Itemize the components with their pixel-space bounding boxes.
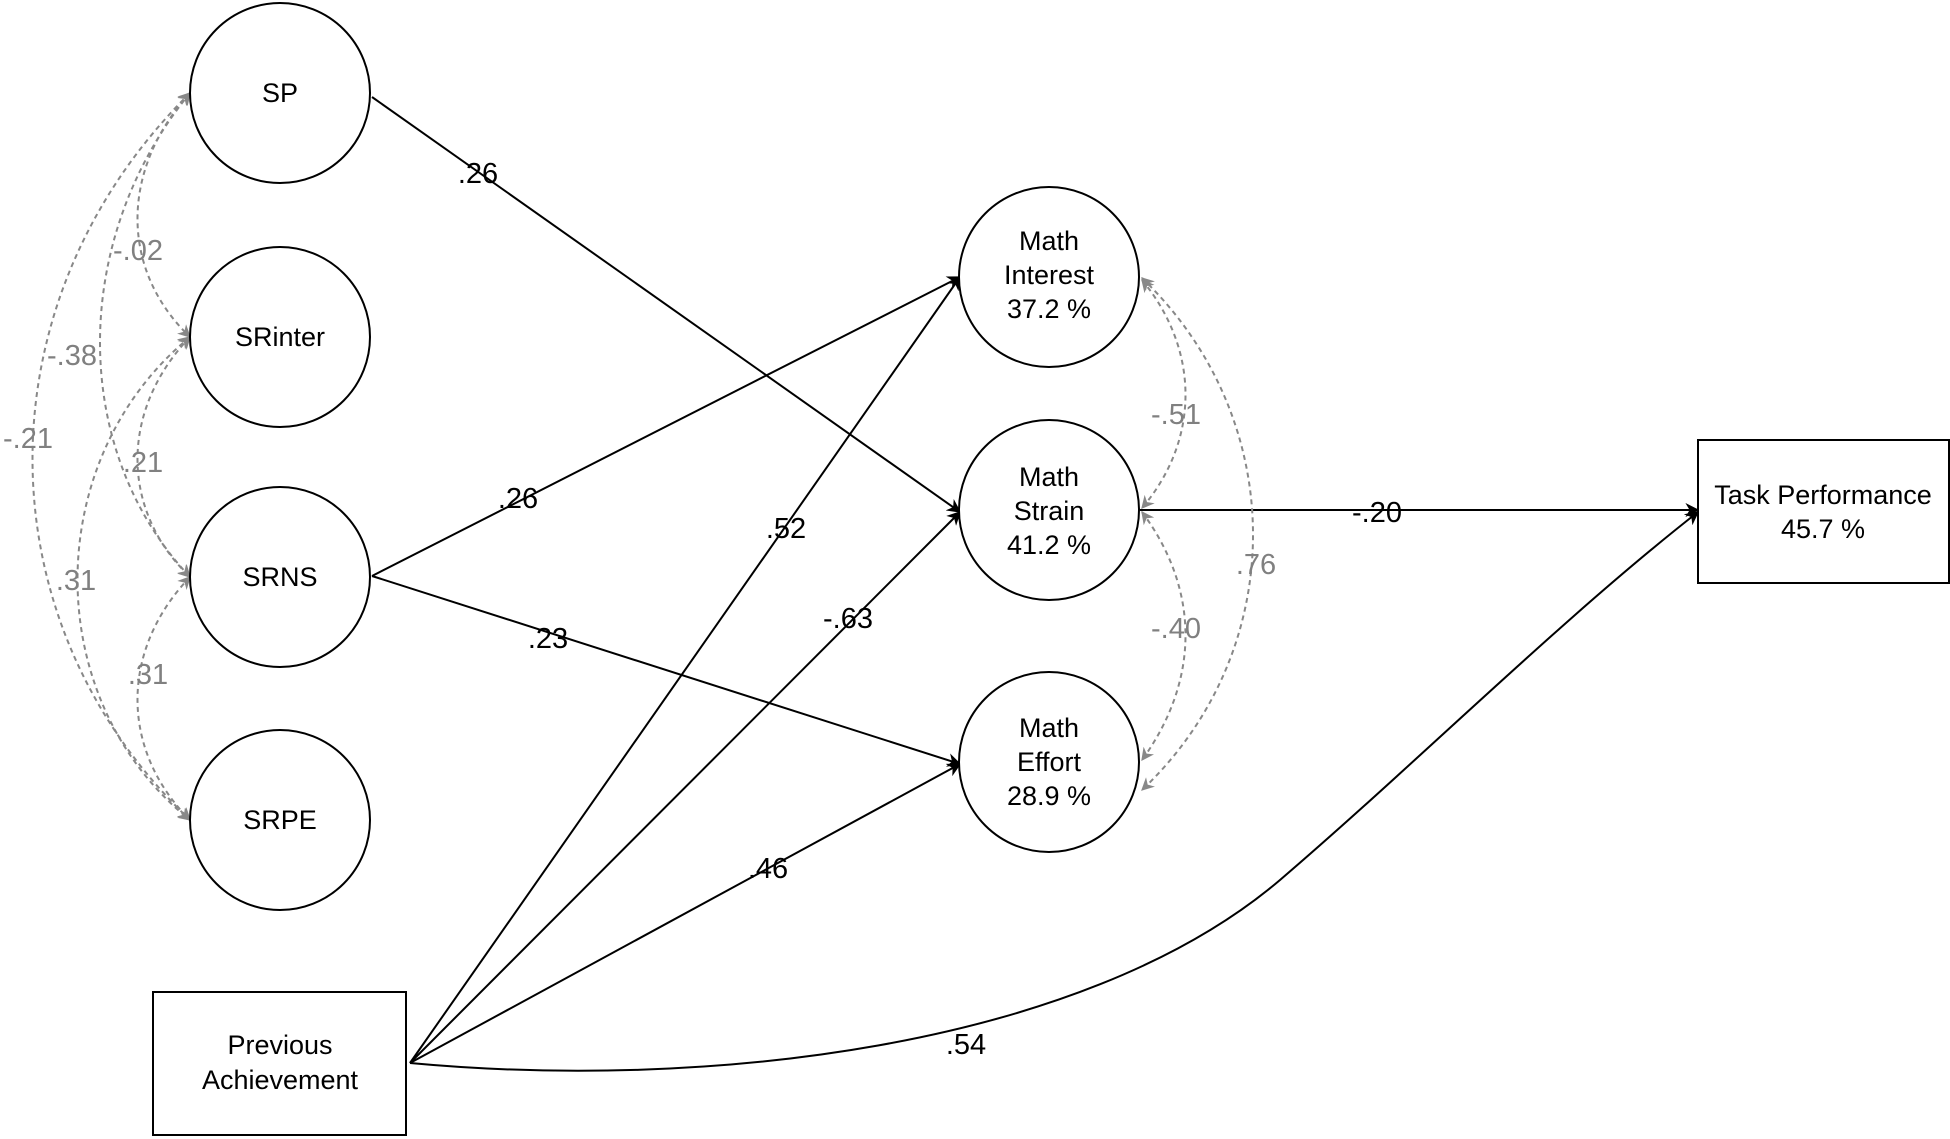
node-math-effort-line1: Math — [1019, 713, 1079, 743]
edge-label-srinter-srpe: .31 — [56, 565, 96, 597]
node-task-performance-line2: 45.7 % — [1781, 514, 1865, 544]
edge-strain-task: -.20 — [1140, 497, 1700, 529]
node-sp-label: SP — [262, 78, 298, 108]
edge-srns-srpe: .31 — [128, 576, 191, 821]
node-math-effort: Math Effort 28.9 % — [958, 671, 1140, 853]
edge-label-srns-effort: .23 — [528, 623, 568, 655]
edge-prev-interest: .52 — [409, 275, 961, 1064]
path-prev-to-strain — [409, 511, 961, 1064]
path-srns-to-effort — [371, 575, 962, 767]
edge-srinter-srns: .21 — [123, 336, 191, 578]
edge-label-sp-srns: -.38 — [47, 340, 97, 372]
node-math-interest: Math Interest 37.2 % — [958, 186, 1140, 368]
edge-sp-srpe: -.21 — [3, 92, 191, 821]
node-task-performance-line1: Task Performance — [1714, 480, 1932, 510]
edge-label-prev-effort: .46 — [748, 853, 788, 885]
node-task-performance: Task Performance 45.7 % — [1697, 439, 1950, 584]
nodes: SP SRinter SRNS SRPE Previous Achievemen… — [152, 2, 1950, 1136]
node-math-interest-line3: 37.2 % — [1007, 294, 1091, 324]
edge-strain-effort: -.40 — [1141, 510, 1201, 762]
node-srpe-circle — [189, 729, 371, 911]
edge-label-prev-strain: -.63 — [823, 603, 873, 635]
edge-srns-effort: .23 — [371, 575, 962, 767]
path-srinter-srns — [136, 336, 191, 578]
node-math-strain-line2: Strain — [1014, 496, 1085, 526]
node-srinter: SRinter — [189, 246, 371, 428]
edge-label-sp-srinter: -.02 — [113, 235, 163, 267]
node-srinter-circle — [189, 246, 371, 428]
edge-label-strain-effort: -.40 — [1151, 613, 1201, 645]
node-previous-achievement-line2: Achievement — [202, 1065, 359, 1095]
edge-label-prev-interest: .52 — [766, 513, 806, 545]
node-srns: SRNS — [189, 486, 371, 668]
node-task-performance-box — [1697, 439, 1950, 584]
path-srns-srpe — [136, 576, 191, 821]
edge-label-interest-effort: .76 — [1236, 549, 1276, 581]
edge-interest-strain: -.51 — [1141, 278, 1201, 509]
path-sp-srpe — [31, 92, 191, 821]
path-sp-to-strain — [371, 96, 962, 513]
edge-sp-srns: -.38 — [47, 91, 191, 578]
node-math-interest-line1: Math — [1019, 226, 1079, 256]
node-sp-circle — [189, 2, 371, 184]
node-math-strain-line1: Math — [1019, 462, 1079, 492]
node-math-strain-line3: 41.2 % — [1007, 530, 1091, 560]
edge-sp-strain: .26 — [371, 96, 962, 513]
node-srinter-label: SRinter — [235, 322, 325, 352]
edge-label-srns-srpe: .31 — [128, 659, 168, 691]
path-prev-to-effort — [409, 763, 962, 1064]
edge-prev-task: .54 — [409, 511, 1700, 1072]
edge-label-srns-interest: .26 — [498, 483, 538, 515]
edge-prev-strain: -.63 — [409, 511, 961, 1064]
path-prev-to-interest — [409, 275, 961, 1064]
edge-prev-effort: .46 — [409, 763, 962, 1064]
edge-srns-interest: .26 — [371, 276, 962, 577]
node-math-interest-circle — [958, 186, 1140, 368]
node-math-strain-circle — [958, 419, 1140, 601]
path-srns-to-interest — [371, 276, 962, 577]
edge-label-interest-strain: -.51 — [1151, 399, 1201, 431]
edge-interest-effort: .76 — [1141, 277, 1276, 791]
path-interest-effort — [1141, 277, 1254, 791]
edge-label-sp-srpe: -.21 — [3, 423, 53, 455]
edge-srinter-srpe: .31 — [56, 336, 192, 821]
node-previous-achievement-line1: Previous — [227, 1030, 332, 1060]
node-previous-achievement: Previous Achievement — [152, 991, 407, 1136]
node-srns-circle — [189, 486, 371, 668]
node-previous-achievement-box — [152, 991, 407, 1136]
edge-label-strain-task: -.20 — [1352, 497, 1402, 529]
node-math-interest-line2: Interest — [1004, 260, 1095, 290]
path-prev-to-task — [409, 511, 1700, 1072]
node-math-effort-line2: Effort — [1017, 747, 1082, 777]
node-srns-label: SRNS — [242, 562, 317, 592]
node-sp: SP — [189, 2, 371, 184]
edge-label-sp-strain: .26 — [458, 158, 498, 190]
path-srinter-srpe — [76, 336, 192, 821]
node-math-effort-line3: 28.9 % — [1007, 781, 1091, 811]
node-math-effort-circle — [958, 671, 1140, 853]
node-srpe: SRPE — [189, 729, 371, 911]
edge-sp-srinter: -.02 — [113, 92, 191, 338]
path-sp-srns — [99, 91, 191, 578]
node-math-strain: Math Strain 41.2 % — [958, 419, 1140, 601]
node-srpe-label: SRPE — [243, 805, 317, 835]
edge-label-srinter-srns: .21 — [123, 447, 163, 479]
edges: .26 .26 .23 .52 -.63 .46 .54 -.20 — [3, 91, 1700, 1072]
path-interest-strain — [1141, 278, 1187, 509]
edge-label-prev-task: .54 — [946, 1029, 986, 1061]
